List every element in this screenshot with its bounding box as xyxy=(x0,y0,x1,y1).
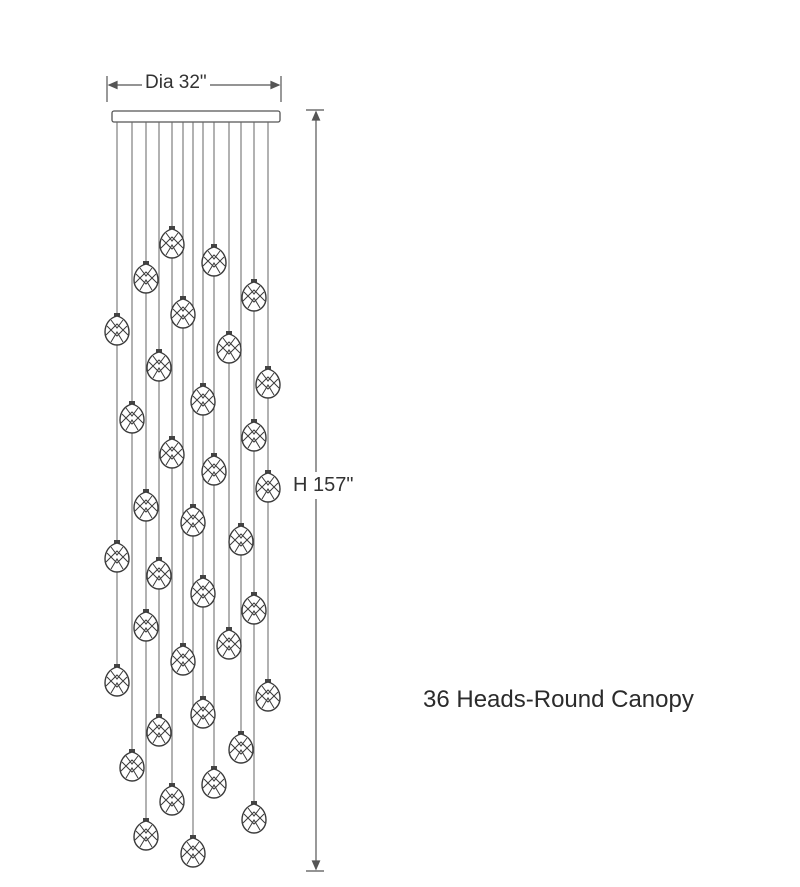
pendant-wires xyxy=(116,122,269,836)
pendant-head xyxy=(119,401,145,434)
pendant-head xyxy=(190,696,216,729)
diameter-arrow-right xyxy=(270,80,281,90)
pendant-head xyxy=(216,331,242,364)
pendant-head xyxy=(104,313,130,346)
pendant-head xyxy=(133,489,159,522)
diameter-arrow-left xyxy=(107,80,118,90)
pendant-head xyxy=(170,643,196,676)
pendant-head xyxy=(201,766,227,799)
pendant-head xyxy=(159,783,185,816)
pendant-head xyxy=(255,679,281,712)
height-arrow-top xyxy=(311,110,321,121)
diameter-label: Dia 32" xyxy=(142,72,210,94)
canopy xyxy=(111,110,281,123)
pendant-head xyxy=(159,226,185,259)
pendant-head xyxy=(241,279,267,312)
pendant-head xyxy=(255,366,281,399)
pendant-head xyxy=(201,244,227,277)
pendant-head xyxy=(228,523,254,556)
pendant-head xyxy=(241,801,267,834)
pendant-head xyxy=(241,419,267,452)
pendant-head xyxy=(159,436,185,469)
pendant-head xyxy=(146,557,172,590)
pendant-head xyxy=(104,664,130,697)
pendant-head xyxy=(228,731,254,764)
pendant-head xyxy=(146,714,172,747)
pendant-head xyxy=(146,349,172,382)
pendant-heads xyxy=(104,226,281,868)
height-arrow-bottom xyxy=(311,860,321,871)
pendant-head xyxy=(104,540,130,573)
pendant-head xyxy=(133,261,159,294)
pendant-head xyxy=(190,383,216,416)
pendant-head xyxy=(119,749,145,782)
pendant-head xyxy=(133,818,159,851)
pendant-head xyxy=(216,627,242,660)
pendant-head xyxy=(180,835,206,868)
pendant-head xyxy=(133,609,159,642)
pendant-head xyxy=(170,296,196,329)
pendant-head xyxy=(255,470,281,503)
pendant-head xyxy=(201,453,227,486)
canopy-caption: 36 Heads-Round Canopy xyxy=(423,686,694,713)
pendant-head xyxy=(180,504,206,537)
height-label: H 157" xyxy=(291,472,356,499)
pendant-head xyxy=(190,575,216,608)
pendant-head xyxy=(241,592,267,625)
